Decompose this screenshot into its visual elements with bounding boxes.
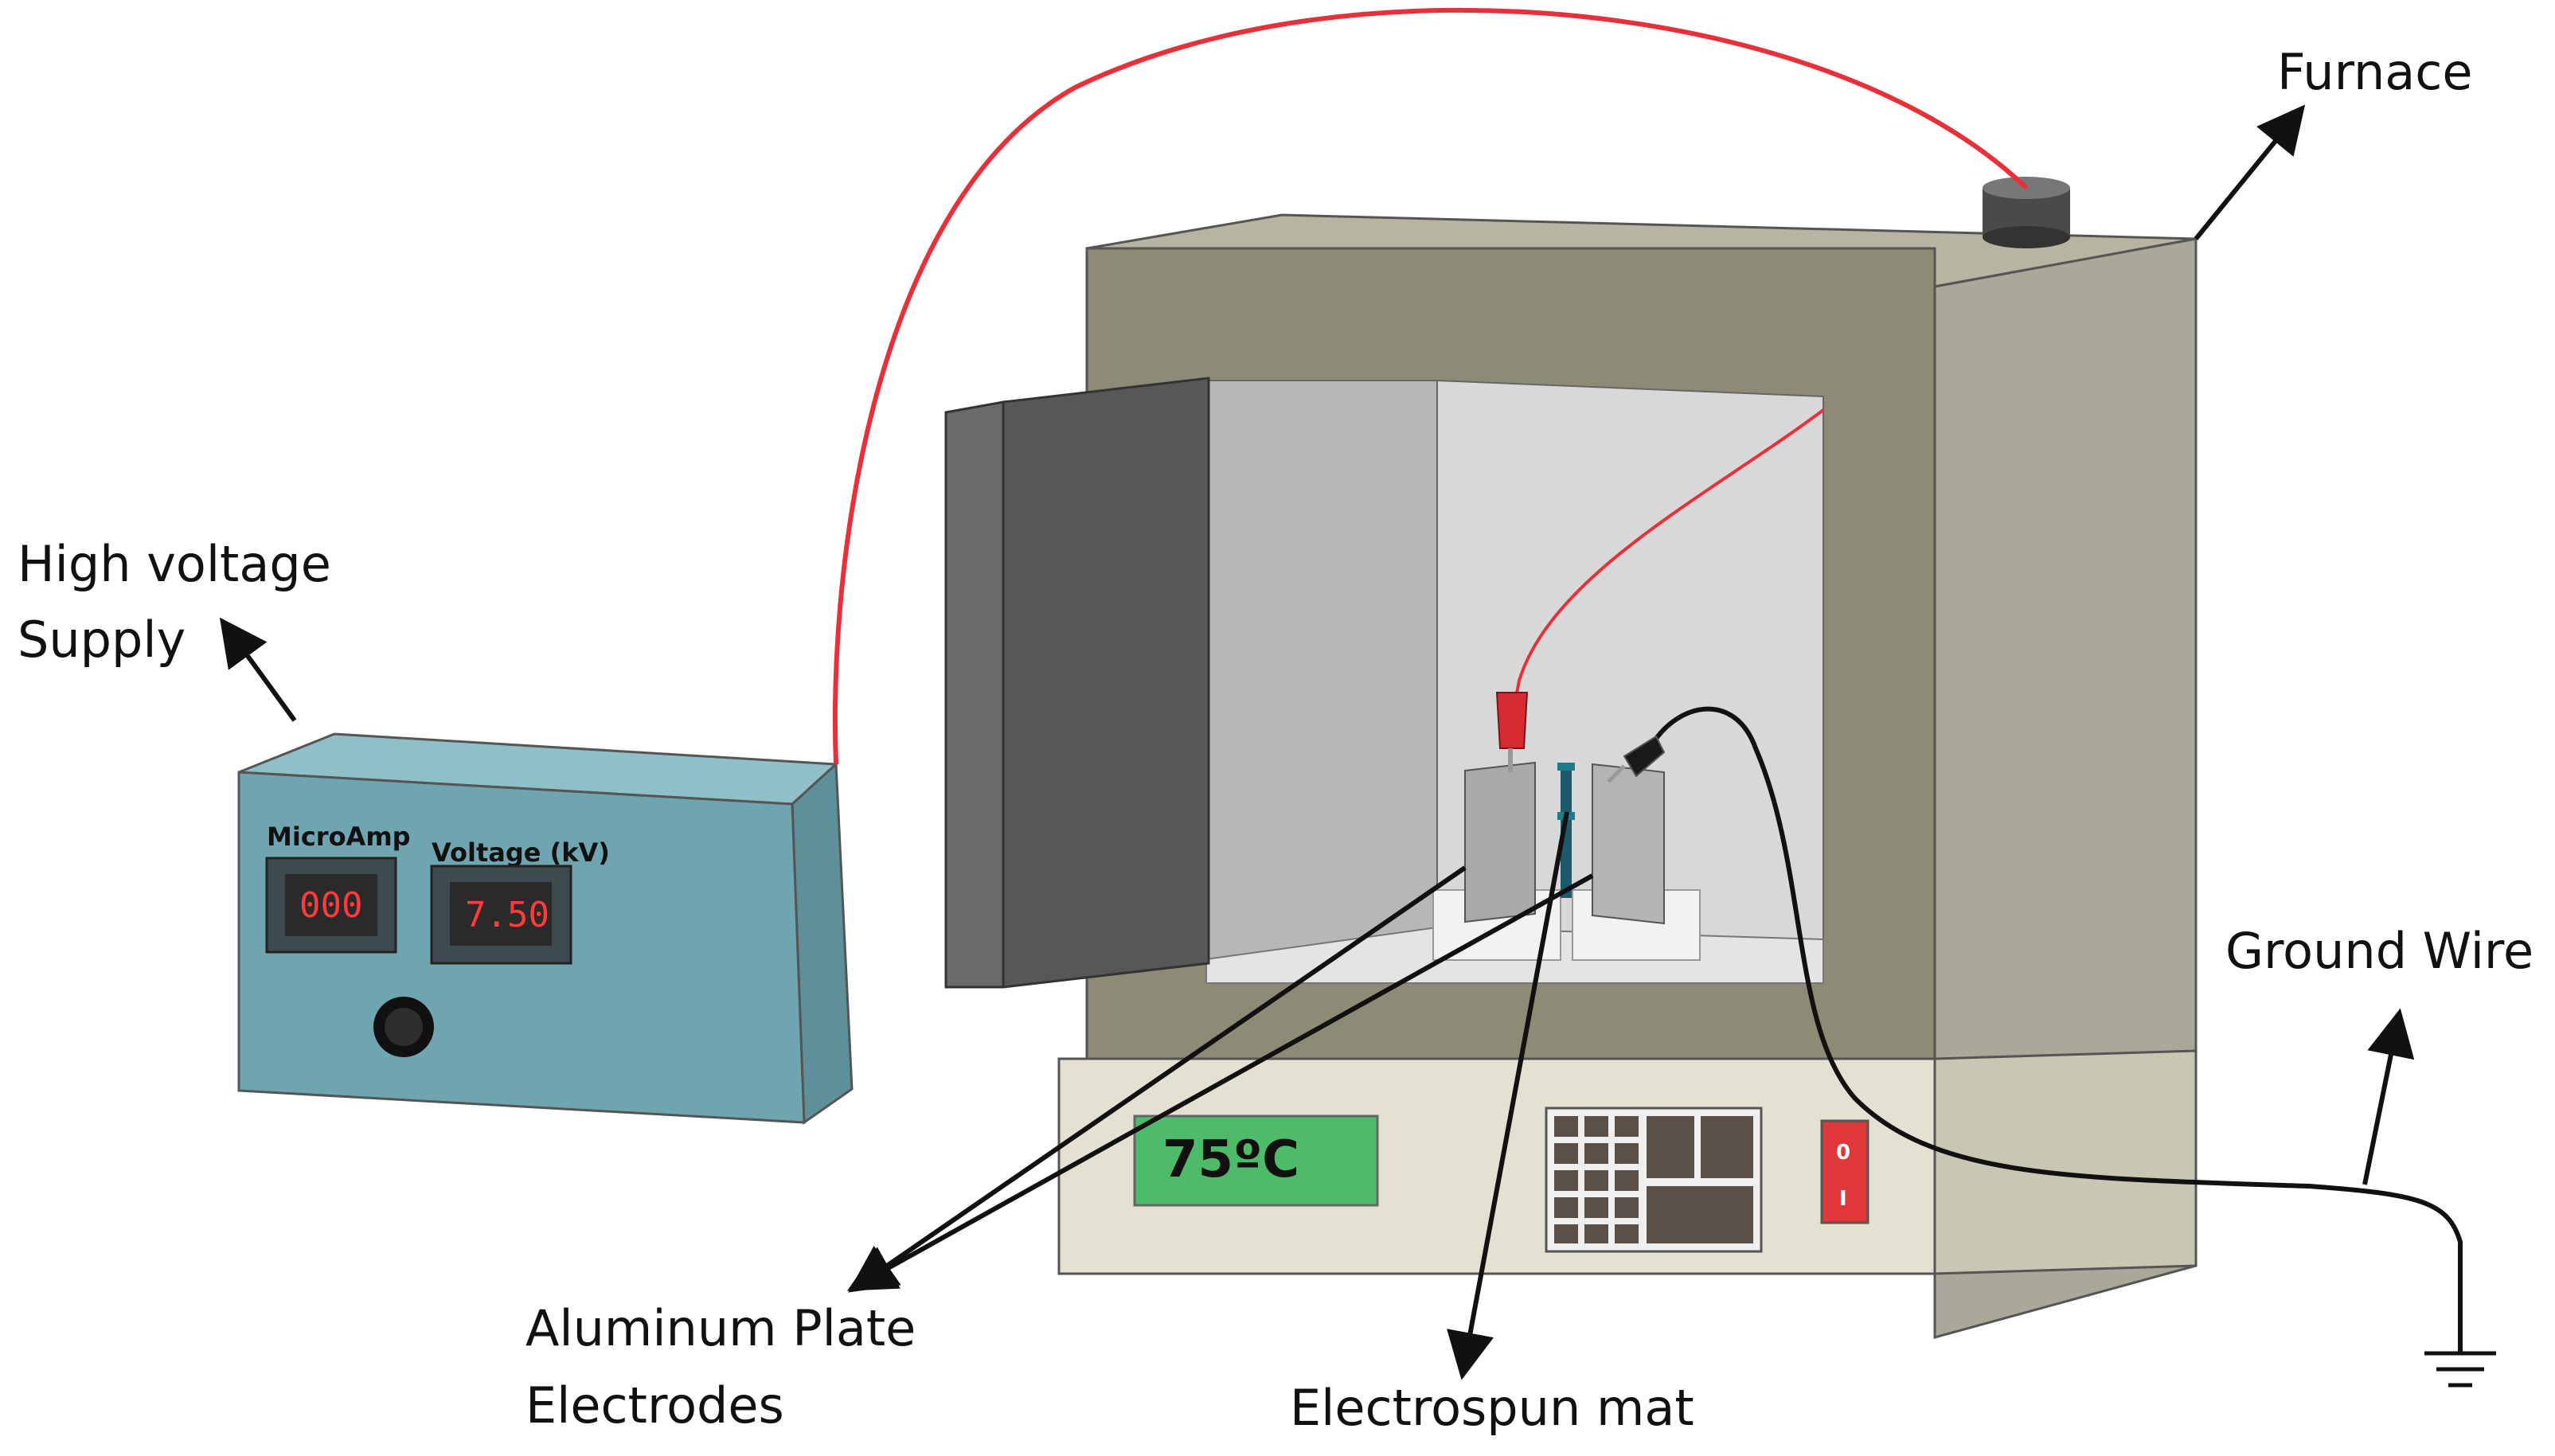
ground-wire-arrow	[2362, 1008, 2415, 1185]
mat-label: Electrospun mat	[1290, 1379, 1694, 1437]
current-meter-label: MicroAmp	[267, 822, 411, 852]
power-switch[interactable]: 0 I	[1820, 1119, 1869, 1224]
keypad-key-wide[interactable]	[1647, 1186, 1753, 1243]
control-panel: 75ºC	[1057, 1049, 2198, 1275]
keypad-key-large[interactable]	[1647, 1116, 1694, 1178]
keypad-key[interactable]	[1554, 1170, 1578, 1191]
hv-supply-label-line1: High voltage	[18, 535, 331, 593]
voltage-meter-label: Voltage (kV)	[432, 837, 610, 868]
keypad-key[interactable]	[1584, 1170, 1608, 1191]
voltage-readout: 7.50	[465, 895, 549, 935]
hv-supply-label-line2: Supply	[18, 611, 186, 669]
mat-arrow	[1447, 811, 1569, 1380]
aluminum-plate-left	[1464, 761, 1536, 923]
top-feedthrough	[1983, 177, 2070, 248]
electrode-arrow-left	[848, 865, 1467, 1293]
keypad-key[interactable]	[1554, 1116, 1578, 1137]
black-alligator-clip	[1607, 735, 1666, 783]
temperature-readout: 75ºC	[1162, 1130, 1299, 1189]
electrodes-label-line2: Electrodes	[525, 1376, 784, 1435]
hv-wire-inside	[1505, 408, 1825, 749]
keypad-key[interactable]	[1615, 1170, 1639, 1191]
hv-supply: MicroAmp 000 Voltage (kV) 7.50	[237, 732, 854, 1125]
keypad-key[interactable]	[1615, 1143, 1639, 1164]
keypad-key[interactable]	[1584, 1197, 1608, 1218]
red-alligator-clip	[1495, 692, 1529, 772]
furnace-arrow	[2194, 104, 2306, 240]
electrodes-label-line1: Aluminum Plate	[525, 1299, 916, 1357]
furnace: 75ºC	[944, 177, 2198, 1339]
keypad-key[interactable]	[1615, 1116, 1639, 1137]
electrospun-mat	[1561, 763, 1572, 898]
keypad-key[interactable]	[1584, 1224, 1608, 1243]
keypad-key[interactable]	[1615, 1197, 1639, 1218]
switch-on-label: I	[1839, 1187, 1847, 1211]
hv-supply-arrow	[219, 617, 297, 722]
keypad-key[interactable]	[1584, 1143, 1608, 1164]
ground-wire-label: Ground Wire	[2225, 922, 2534, 980]
ground-wire	[1650, 706, 2463, 1353]
current-readout: 000	[299, 885, 362, 926]
voltage-knob[interactable]	[373, 997, 434, 1057]
keypad	[1545, 1107, 1763, 1253]
keypad-key[interactable]	[1615, 1224, 1639, 1243]
ground-symbol	[2424, 1351, 2496, 1388]
keypad-key-large[interactable]	[1701, 1116, 1753, 1178]
furnace-door[interactable]	[944, 377, 1210, 989]
furnace-label: Furnace	[2277, 43, 2473, 101]
electrode-arrow-right	[847, 873, 1594, 1291]
keypad-key[interactable]	[1584, 1116, 1608, 1137]
switch-off-label: 0	[1836, 1141, 1850, 1165]
aluminum-plate-right	[1592, 763, 1665, 925]
keypad-key[interactable]	[1554, 1143, 1578, 1164]
hv-wire	[832, 7, 2029, 765]
temperature-display	[1133, 1114, 1379, 1207]
keypad-key[interactable]	[1554, 1197, 1578, 1218]
keypad-key[interactable]	[1554, 1224, 1578, 1243]
